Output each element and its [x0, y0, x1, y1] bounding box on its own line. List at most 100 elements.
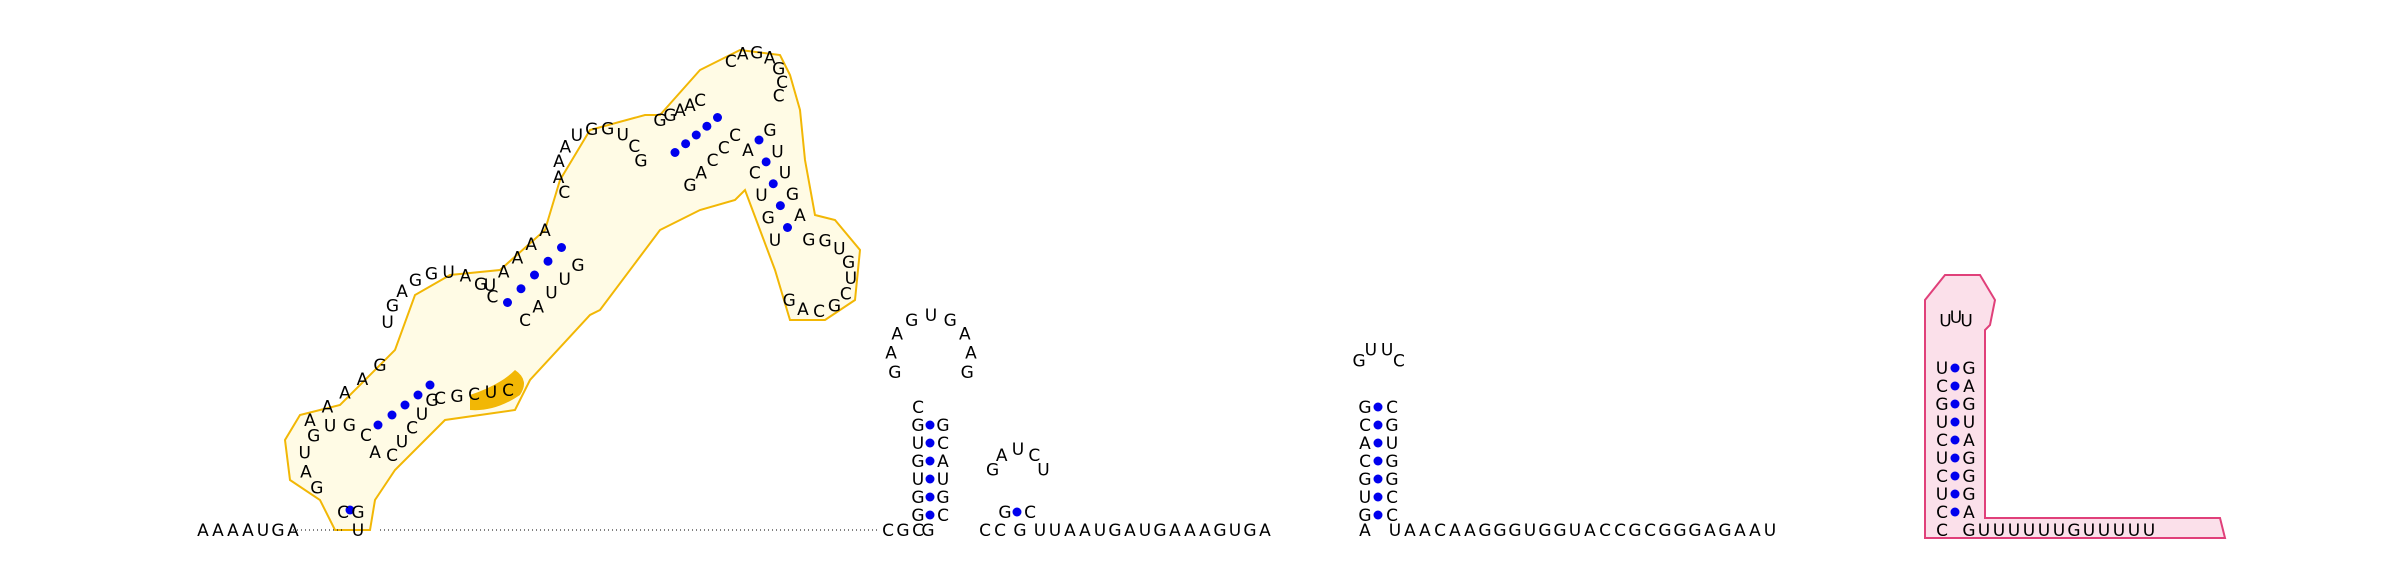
nucleotide-G: G	[1358, 506, 1371, 526]
nucleotide-U: U	[257, 521, 269, 541]
base-pair-dot	[413, 390, 423, 400]
base-pair-dot	[1950, 417, 1960, 427]
nucleotide-C: C	[1386, 398, 1398, 418]
nucleotide-U: U	[925, 306, 937, 326]
nucleotide-U: U	[771, 142, 783, 162]
nucleotide-U: U	[833, 239, 845, 259]
nucleotide-C: C	[1386, 488, 1398, 508]
nucleotide-G: G	[921, 521, 934, 541]
nucleotide-U: U	[1569, 521, 1581, 541]
nucleotide-C: C	[337, 503, 349, 523]
nucleotide-A: A	[1749, 521, 1761, 541]
nucleotide-G: G	[998, 503, 1011, 523]
nucleotide-U: U	[1936, 413, 1948, 433]
nucleotide-G: G	[1108, 521, 1121, 541]
nucleotide-G: G	[828, 296, 841, 316]
nucleotide-G: G	[1935, 395, 1948, 415]
nucleotide-G: G	[1353, 352, 1366, 372]
nucleotide-C: C	[912, 398, 924, 418]
base-pair-dot	[925, 510, 935, 520]
base-pair-dot	[345, 505, 355, 515]
nucleotide-G: G	[763, 121, 776, 141]
nucleotide-G: G	[585, 120, 598, 140]
nucleotide-U: U	[2038, 521, 2050, 541]
nucleotide-U: U	[1963, 413, 1975, 433]
base-pair-dot	[1950, 435, 1960, 445]
nucleotide-G: G	[425, 391, 438, 411]
nucleotide-A: A	[1449, 521, 1461, 541]
nucleotide-A: A	[1963, 377, 1975, 397]
base-pair-dot	[530, 270, 539, 280]
nucleotide-G: G	[450, 387, 463, 407]
nucleotide-C: C	[386, 446, 398, 466]
base-pair-dot	[761, 157, 771, 167]
base-pair-dot	[557, 243, 566, 252]
nucleotide-G: G	[409, 271, 422, 291]
nucleotide-U: U	[1936, 449, 1948, 469]
nucleotide-G: G	[1358, 470, 1371, 490]
base-pair-dot	[783, 223, 792, 232]
nucleotide-A: A	[885, 343, 897, 363]
nucleotide-U: U	[485, 383, 497, 403]
base-pair-dot	[925, 420, 935, 430]
nucleotide-C: C	[502, 381, 514, 401]
nucleotide-G: G	[663, 106, 676, 126]
nucleotide-A: A	[1963, 503, 1975, 523]
nucleotide-A: A	[1079, 521, 1091, 541]
base-pair-dot	[1950, 399, 1960, 409]
nucleotide-A: A	[300, 463, 312, 483]
nucleotide-A: A	[532, 297, 544, 317]
base-pair-dot	[925, 438, 935, 448]
base-pair-dot	[1950, 489, 1960, 499]
nucleotide-G: G	[571, 256, 584, 276]
nucleotide-G: G	[911, 488, 924, 508]
nucleotide-G: G	[1358, 398, 1371, 418]
nucleotide-A: A	[1259, 521, 1271, 541]
nucleotide-G: G	[1385, 416, 1398, 436]
nucleotide-A: A	[322, 397, 334, 417]
nucleotide-A: A	[695, 164, 707, 184]
nucleotide-A: A	[553, 168, 565, 188]
nucleotide-C: C	[749, 164, 761, 184]
nucleotide-U: U	[1993, 521, 2005, 541]
nucleotide-A: A	[369, 443, 381, 463]
nucleotide-G: G	[2067, 521, 2080, 541]
nucleotide-A: A	[1584, 521, 1596, 541]
nucleotide-G: G	[961, 363, 974, 383]
nucleotide-C: C	[628, 137, 640, 157]
base-pair-dot	[1373, 456, 1383, 466]
region-1-highlight	[470, 370, 524, 411]
nucleotide-U: U	[755, 186, 767, 206]
nucleotide-A: A	[339, 384, 351, 404]
nucleotide-G: G	[373, 356, 386, 376]
nucleotide-G: G	[888, 363, 901, 383]
nucleotide-A: A	[1464, 521, 1476, 541]
nucleotide-A: A	[1404, 521, 1416, 541]
nucleotide-G: G	[1553, 521, 1566, 541]
nucleotide-G: G	[683, 176, 696, 196]
nucleotide-G: G	[1718, 521, 1731, 541]
nucleotide-G: G	[1013, 521, 1026, 541]
nucleotide-A: A	[891, 325, 903, 345]
nucleotide-A: A	[965, 343, 977, 363]
nucleotide-G: G	[802, 231, 815, 251]
nucleotide-U: U	[545, 284, 557, 304]
nucleotide-C: C	[773, 87, 785, 107]
nucleotide-U: U	[1960, 311, 1972, 331]
nucleotide-A: A	[512, 249, 524, 269]
nucleotide-G: G	[343, 416, 356, 436]
nucleotide-G: G	[634, 151, 647, 171]
nucleotide-A: A	[1169, 521, 1181, 541]
base-pair-dot	[387, 410, 397, 420]
nucleotide-C: C	[1936, 503, 1948, 523]
nucleotide-U: U	[1389, 521, 1401, 541]
nucleotide-C: C	[468, 385, 480, 405]
nucleotide-C: C	[979, 521, 991, 541]
nucleotide-C: C	[1028, 446, 1040, 466]
nucleotide-U: U	[352, 521, 364, 541]
nucleotide-G: G	[905, 311, 918, 331]
nucleotide-C: C	[912, 521, 924, 541]
base-pair-dot	[925, 492, 935, 502]
nucleotide-C: C	[776, 73, 788, 93]
